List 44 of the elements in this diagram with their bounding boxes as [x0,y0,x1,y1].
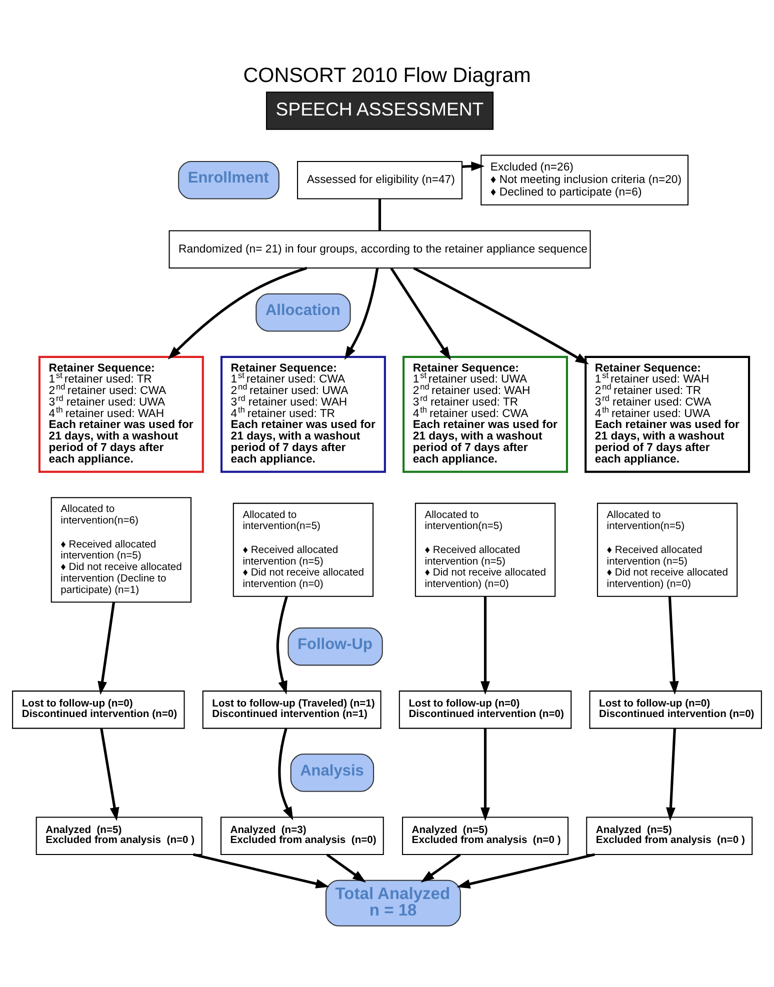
arrow [344,268,379,360]
node-box: Retainer Sequence: 1$^{st}$ retainer used: CWA 2$^{nd}$ retainer used: UWA 3$^{rd}$ retainer used: WAH 4$^{th}$ retainer used: TR Each retainer was used for 21 days, with a washout period of 7 days after each appliance. [220,356,386,473]
node-box: Analyzed (n=5) Excluded from analysis (n=0 ) [36,816,202,855]
node-box: Allocated to intervention(n=5) ♦ Received allocated intervention (n=5) ♦ Did not receive allocated intervention (n=0) [232,502,374,597]
node-box: Allocated to intervention(n=6) ♦ Received allocated intervention (n=5) ♦ Did not receive allocated intervention (Decline to participate) (n=1) [50,497,192,603]
arrow [666,728,676,821]
arrow [480,728,490,821]
arrow [456,853,595,889]
node-box: Retainer Sequence: 1$^{st}$ retainer used: WAH 2$^{nd}$ retainer used: TR 3$^{rd}$ retainer used: CWA 4$^{th}$ retainer used: UWA Each retainer was used for 21 days, with a washout period of 7 days after each appliance. [584,356,750,473]
node-box: Total Analyzed n = 18 [325,880,461,926]
arrow [390,267,451,360]
node-box: Analyzed (n=5) Excluded from analysis (n=0 ) [402,816,569,855]
node-box: Lost to follow-up (n=0) Discontinued intervention (n=0) [398,690,572,729]
arrow [276,596,288,694]
node-box: Retainer Sequence: 1$^{st}$ retainer used: UWA 2$^{nd}$ retainer used: WAH 3$^{rd}$ retainer used: TR 4$^{th}$ retainer used: CWA Each retainer was used for 21 days, with a washout period of 7 days after each appliance. [402,356,568,473]
arrow [192,853,330,888]
node-box: Lost to follow-up (n=0) Discontinued intervention (n=0) [12,690,185,729]
arrow [480,596,490,695]
node-box: Analyzed (n=3) Excluded from analysis (n=0) [220,816,384,855]
diagram-title: CONSORT 2010 Flow Diagram [243,64,531,87]
node-box: Follow-Up [288,627,383,666]
node-box: Lost to follow-up (Traveled) (n=1) Discontinued intervention (n=1) [202,690,382,729]
node-box: Analyzed (n=5) Excluded from analysis (n=0 ) [586,816,753,855]
arrow [413,266,589,364]
arrow [168,266,308,360]
node-box: Allocated to intervention(n=5) ♦ Received allocated intervention (n=5) ♦ Did not receive allocated intervention) (n=0) [596,502,738,597]
arrow [462,162,485,171]
node-box: Allocation [256,293,351,332]
arrow [668,596,679,695]
node-box: SPEECH ASSESSMENT [266,92,494,130]
arrow [100,728,120,821]
node-box: Allocated to intervention(n=5) ♦ Received allocated intervention (n=5) ♦ Did not receive allocated intervention) (n=0) [414,502,556,597]
node-box: Enrollment [178,160,280,200]
node-box: Retainer Sequence: 1$^{st}$ retainer used: TR 2$^{nd}$ retainer used: CWA 3$^{rd}$ retainer used: UWA 4$^{th}$ retainer used: WAH Each retainer was used for 21 days, with a washout period of 7 days after each appliance. [38,356,204,473]
node-box: Analysis [290,754,374,792]
node-box: Assessed for eligibility (n=47) [297,160,462,200]
arrow [326,854,366,883]
node-box: Randomized (n= 21) in four groups, according to the retainer appliance sequence [168,230,591,269]
node-box: Excluded (n=26) ♦ Not meeting inclusion criteria (n=20) ♦ Declined to participate (n=6) [480,154,689,206]
arrow [278,728,294,820]
arrow [420,854,461,883]
connector [378,198,382,231]
node-box: Lost to follow-up (n=0) Discontinued intervention (n=0) [589,690,762,729]
arrow [98,602,116,695]
